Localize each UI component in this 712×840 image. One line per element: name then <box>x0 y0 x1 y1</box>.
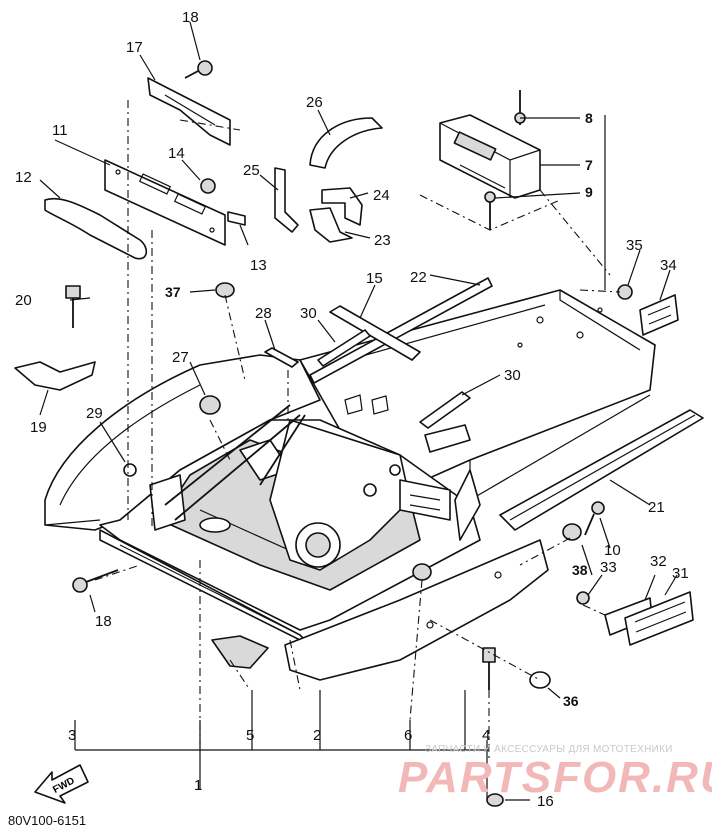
part-13-pad <box>227 211 246 226</box>
part-36-grommet <box>529 671 551 689</box>
callout-11: 11 <box>52 122 68 139</box>
part-17-bracket <box>147 77 231 146</box>
callout-32: 32 <box>650 553 667 570</box>
callout-13: 13 <box>250 257 267 274</box>
part-6-plug <box>412 563 432 581</box>
callout-20: 20 <box>15 292 32 309</box>
part-5-clip <box>211 635 269 669</box>
callout-8: 8 <box>585 110 593 126</box>
part-8-bolt <box>514 90 526 125</box>
part-23-bracket <box>309 207 353 243</box>
callout-28: 28 <box>255 305 272 322</box>
part-18-bolt-lower <box>72 569 119 593</box>
callout-18-lower: 18 <box>95 613 112 630</box>
callout-30-b: 30 <box>504 367 521 384</box>
part-37-nut <box>215 282 235 298</box>
part-22-strip <box>309 277 493 384</box>
callout-27: 27 <box>172 349 189 366</box>
callout-2: 2 <box>313 727 321 744</box>
forward-arrow: FWD <box>34 764 89 804</box>
side-panel <box>284 539 549 681</box>
callout-4: 4 <box>482 727 490 744</box>
part-code: 80V100-6151 <box>8 813 86 828</box>
part-33-nut <box>576 591 590 605</box>
callout-10: 10 <box>604 542 621 559</box>
callout-16: 16 <box>537 793 554 810</box>
callout-24: 24 <box>373 187 390 204</box>
part-12-bar <box>44 197 148 260</box>
part-30-rod-b <box>419 391 471 429</box>
part-7-housing <box>439 114 541 199</box>
part-34-plate <box>639 294 679 336</box>
callout-12: 12 <box>15 169 32 186</box>
part-20-bolt <box>65 285 81 328</box>
chassis-frame <box>44 289 656 646</box>
running-board <box>499 409 704 531</box>
assembly-lines <box>94 100 621 760</box>
part-35-clip <box>617 284 633 300</box>
callout-26: 26 <box>306 94 323 111</box>
callout-30-a: 30 <box>300 305 317 322</box>
part-27-grommet <box>199 395 221 415</box>
callout-34: 34 <box>660 257 677 274</box>
callout-14: 14 <box>168 145 185 162</box>
callouts: 1 2 3 4 5 6 7 8 9 10 11 12 13 14 15 16 1… <box>15 9 689 810</box>
part-9-bolt <box>484 191 496 230</box>
callout-18-top: 18 <box>182 9 199 26</box>
watermark-tagline: ЗАПЧАСТИ И АКСЕССУАРЫ ДЛЯ МОТОТЕХНИКИ <box>425 744 673 755</box>
callout-36: 36 <box>563 693 579 709</box>
callout-7: 7 <box>585 157 593 173</box>
callout-17: 17 <box>126 39 143 56</box>
part-18-bolt-top <box>184 60 213 79</box>
callout-15: 15 <box>366 270 383 287</box>
part-14-nut <box>200 178 216 194</box>
part-10-bolt <box>584 501 605 536</box>
part-25-rod <box>274 167 299 233</box>
callout-3: 3 <box>68 727 76 744</box>
callout-38: 38 <box>572 562 588 578</box>
part-4-pin <box>482 647 496 690</box>
callout-29: 29 <box>86 405 103 422</box>
callout-23: 23 <box>374 232 391 249</box>
callout-22: 22 <box>410 269 427 286</box>
callout-9: 9 <box>585 184 593 200</box>
callout-31: 31 <box>672 565 689 582</box>
callout-35: 35 <box>626 237 643 254</box>
part-31-plate <box>624 591 694 646</box>
callout-37: 37 <box>165 284 181 300</box>
part-30-rod-a <box>317 329 371 367</box>
callout-21: 21 <box>648 499 665 516</box>
callout-25: 25 <box>243 162 260 179</box>
part-15-bar <box>329 305 421 361</box>
part-28-bar <box>264 347 299 368</box>
callout-5: 5 <box>246 727 254 744</box>
callout-33: 33 <box>600 559 617 576</box>
watermark: ЗАПЧАСТИ И АКСЕССУАРЫ ДЛЯ МОТОТЕХНИКИ PA… <box>398 744 712 802</box>
callout-1: 1 <box>194 777 202 794</box>
part-26-handle <box>309 117 383 169</box>
callout-19: 19 <box>30 419 47 436</box>
part-29-grommet <box>123 463 137 477</box>
callout-6: 6 <box>404 727 412 744</box>
leader-lines <box>39 21 678 801</box>
part-38-nut <box>562 523 582 541</box>
part-19-bracket <box>14 361 96 391</box>
watermark-brand: PARTSFOR.RU <box>398 753 712 802</box>
